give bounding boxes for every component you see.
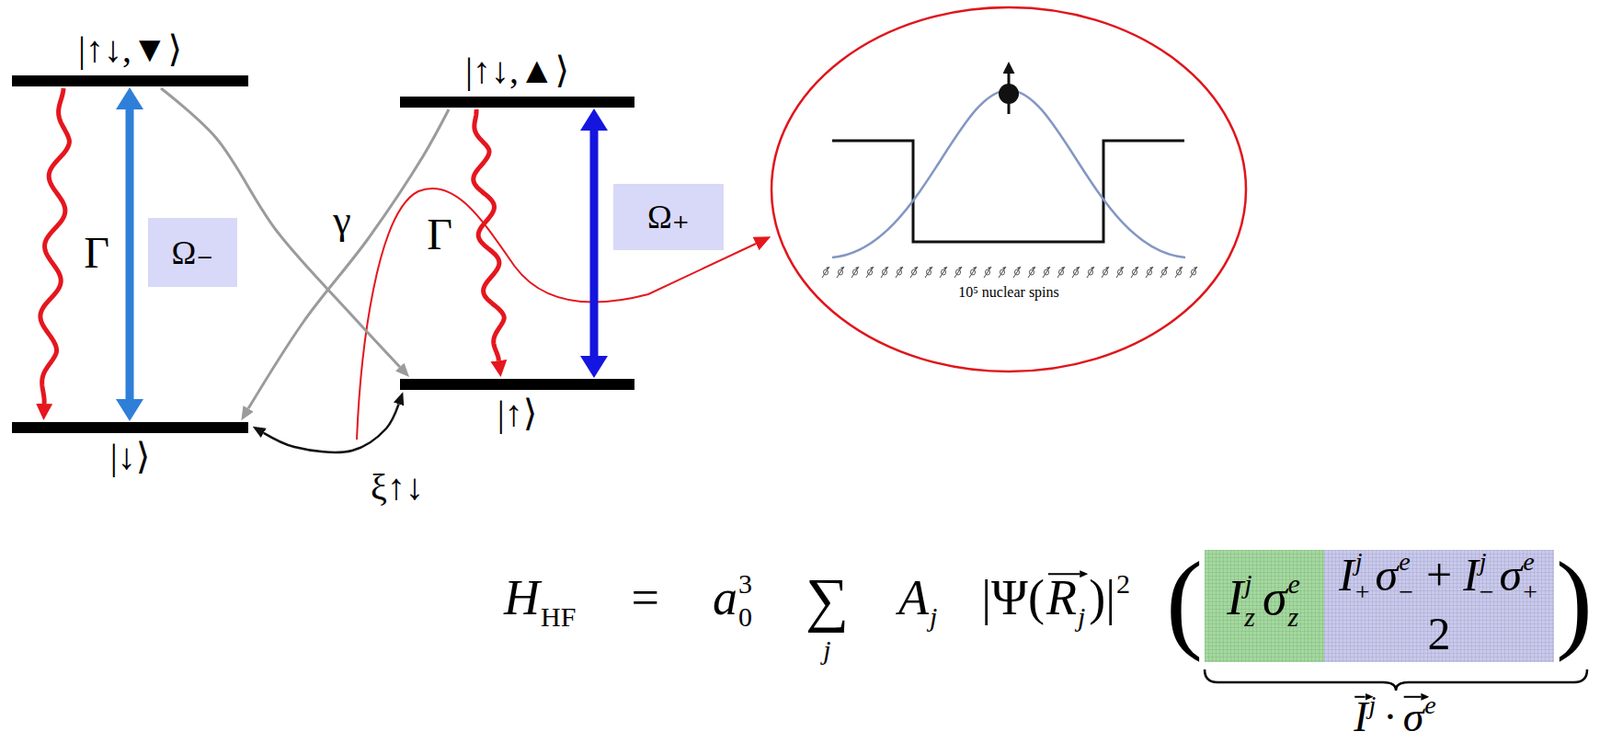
transition-arrow bbox=[263, 403, 400, 453]
drive-arrow bbox=[590, 130, 599, 356]
equation-symbol: j bbox=[1355, 548, 1363, 575]
equation-symbol: j bbox=[1369, 692, 1377, 719]
rate-label: γ bbox=[332, 200, 351, 241]
equation-symbol: e bbox=[1288, 570, 1301, 598]
equation-symbol: I bbox=[1226, 572, 1244, 623]
equation-symbol: − bbox=[1398, 579, 1414, 606]
nuclear-spins bbox=[818, 262, 1201, 283]
equation-symbol: A bbox=[898, 572, 929, 623]
equation-symbol: I bbox=[1462, 551, 1479, 598]
equation-symbol: j bbox=[822, 636, 831, 664]
decay-arrow bbox=[40, 88, 70, 404]
equation-symbol: + bbox=[1426, 551, 1452, 598]
rabi-box: Ω₊ bbox=[613, 183, 724, 251]
energy-level: |↑↓,▼⟩ bbox=[11, 75, 249, 87]
equation-symbol: ) bbox=[1555, 546, 1593, 657]
equation-symbol: ∑ bbox=[805, 569, 849, 630]
equation-symbol: · bbox=[1382, 696, 1397, 739]
state-label: |↑⟩ bbox=[497, 395, 538, 433]
equation-symbol: z bbox=[1244, 603, 1256, 631]
equation-symbol: ( bbox=[1165, 546, 1203, 657]
equation-symbol: R bbox=[1046, 572, 1077, 623]
equation-symbol: |Ψ( bbox=[981, 572, 1045, 623]
equation-symbol: = bbox=[630, 572, 659, 623]
inset-caption: 10⁵ nuclear spins bbox=[958, 285, 1060, 300]
equation-symbol: )| bbox=[1088, 572, 1116, 623]
energy-level: |↑↓,▲⟩ bbox=[400, 96, 635, 108]
equation-symbol: I bbox=[1338, 551, 1355, 598]
rabi-label: Ω₋ bbox=[171, 236, 215, 270]
equation-symbol: I bbox=[1353, 696, 1368, 739]
equation-symbol: − bbox=[1479, 579, 1495, 606]
equation-symbol: 2 bbox=[1428, 610, 1452, 657]
drive-arrow bbox=[125, 109, 135, 400]
equation-symbol: 0 bbox=[738, 603, 753, 631]
equation-symbol: σ bbox=[1262, 572, 1288, 623]
flip-flop-term-box: Ij+σe−+Ij−σe+2 bbox=[1324, 549, 1555, 663]
rabi-box: Ω₋ bbox=[148, 217, 238, 287]
equation-symbol: H bbox=[503, 572, 540, 623]
equation-symbol: e bbox=[1398, 548, 1410, 575]
equation-symbol: σ bbox=[1499, 551, 1523, 598]
equation-symbol: + bbox=[1522, 579, 1538, 606]
equation-symbol: e bbox=[1424, 692, 1436, 719]
energy-level: |↓⟩ bbox=[11, 422, 249, 434]
quantum-dot-inset: 10⁵ nuclear spins bbox=[769, 5, 1248, 374]
decay-arrow bbox=[473, 109, 504, 361]
equation-symbol: + bbox=[1355, 579, 1371, 606]
inset-outline bbox=[769, 5, 1248, 374]
rate-label: ξ↑↓ bbox=[370, 468, 424, 506]
equation-symbol: j bbox=[1244, 570, 1252, 598]
equation-symbol: 3 bbox=[738, 570, 753, 598]
quantum-well bbox=[832, 140, 1185, 242]
equation-symbol: j bbox=[1479, 548, 1487, 575]
zeeman-term-box: Ijzσez bbox=[1204, 549, 1325, 663]
equation-symbol: j bbox=[929, 603, 938, 631]
electron bbox=[998, 83, 1019, 104]
equation-symbol: z bbox=[1288, 603, 1300, 631]
inset-ellipse bbox=[771, 7, 1246, 372]
wavefunction bbox=[832, 90, 1186, 258]
state-label: |↑↓,▲⟩ bbox=[465, 52, 570, 90]
rabi-label: Ω₊ bbox=[647, 200, 690, 234]
energy-level: |↑⟩ bbox=[400, 378, 635, 390]
equation-symbol: 2 bbox=[1116, 570, 1131, 598]
equation-symbol: σ bbox=[1403, 696, 1425, 739]
transition-arrow bbox=[248, 109, 449, 409]
equation-symbol: a bbox=[712, 572, 738, 623]
underbrace bbox=[1204, 669, 1588, 691]
state-label: |↓⟩ bbox=[110, 438, 151, 476]
rate-label: Γ bbox=[83, 230, 110, 275]
rate-label: Γ bbox=[426, 212, 453, 257]
equation-symbol: e bbox=[1522, 548, 1534, 575]
equation-symbol: σ bbox=[1374, 551, 1398, 598]
state-label: |↑↓,▼⟩ bbox=[78, 31, 183, 69]
equation-symbol: j bbox=[1077, 603, 1086, 631]
equation-symbol: HF bbox=[540, 603, 576, 631]
